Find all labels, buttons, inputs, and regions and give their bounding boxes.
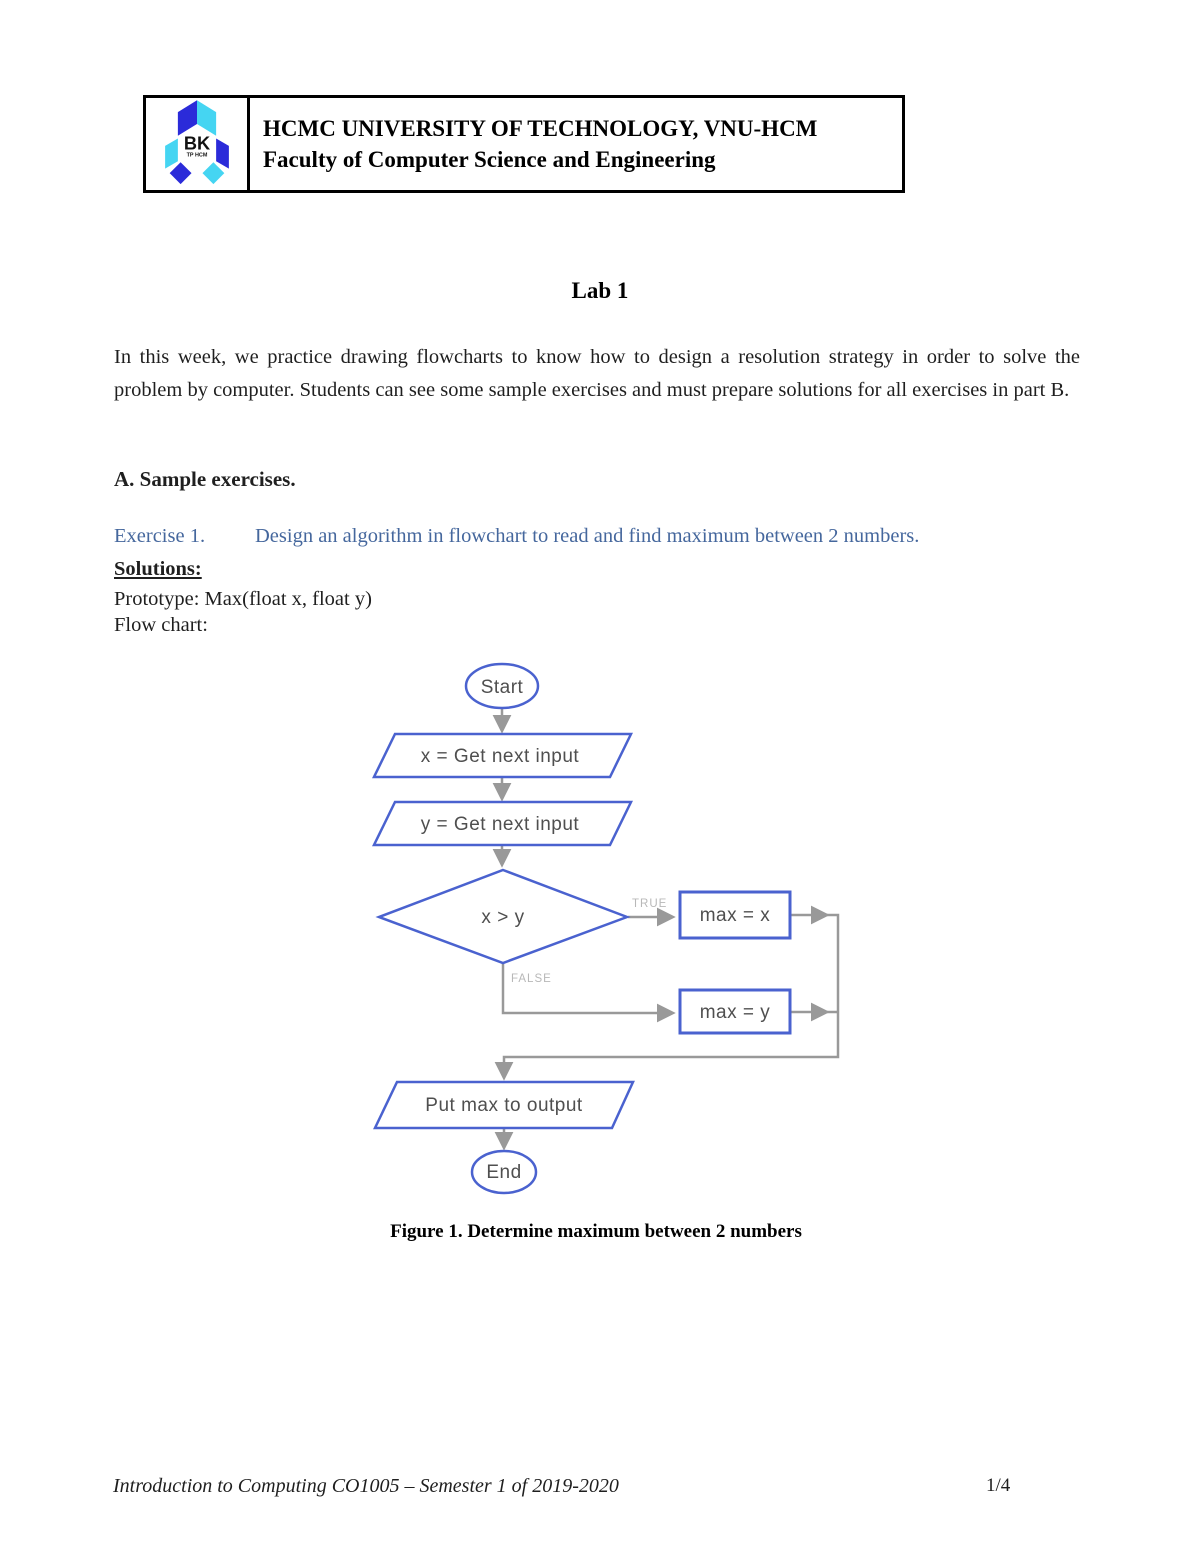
false-branch-label: FALSE — [511, 973, 552, 985]
flowchart-nodes: Start x = Get next input y = Get next in… — [371, 662, 792, 1195]
decision-node-label: x > y — [481, 907, 524, 928]
figure-caption: Figure 1. Determine maximum between 2 nu… — [390, 1221, 802, 1242]
max-y-node-label: max = y — [700, 1002, 771, 1023]
university-header-box: BK TP HCM HCMC UNIVERSITY OF TECHNOLOGY,… — [143, 95, 905, 193]
logo-diamond-bottom-right — [201, 162, 224, 185]
logo-facet-top-right — [196, 100, 216, 136]
flowchart-label: Flow chart: — [114, 614, 208, 636]
connector-false-branch — [501, 963, 676, 1023]
output-node — [373, 1080, 635, 1130]
logo-facet-top-left — [177, 100, 197, 136]
logo-facet-left — [164, 138, 178, 169]
footer-course-info: Introduction to Computing CO1005 – Semes… — [113, 1475, 619, 1497]
output-node-label: Put max to output — [425, 1095, 583, 1116]
solutions-label: Solutions: — [114, 558, 202, 580]
exercise-1-heading: Exercise 1. Design an algorithm in flowch… — [114, 525, 1094, 548]
true-branch-label: TRUE — [632, 898, 667, 910]
exercise-1-text: Design an algorithm in flowchart to read… — [255, 525, 920, 547]
input-y-node-label: y = Get next input — [421, 814, 580, 835]
intro-paragraph: In this week, we practice drawing flowch… — [114, 346, 1080, 401]
page-title: Lab 1 — [571, 278, 629, 303]
end-node — [470, 1149, 538, 1195]
logo-cell: BK TP HCM — [146, 98, 250, 190]
input-x-node — [371, 732, 634, 779]
max-y-node — [678, 988, 792, 1035]
footer-page-number: 1/4 — [986, 1475, 1011, 1496]
end-node-label: End — [486, 1162, 521, 1183]
logo-bk-text: BK — [183, 133, 209, 153]
faculty-name: Faculty of Computer Science and Engineer… — [263, 147, 716, 172]
header-text-cell: HCMC UNIVERSITY OF TECHNOLOGY, VNU-HCM F… — [250, 98, 902, 190]
input-y-node — [371, 800, 634, 847]
logo-facet-right — [215, 138, 229, 169]
flowchart-figure: TRUE FALSE Start x = Get next input y = … — [370, 660, 850, 1200]
flowchart-svg: TRUE FALSE Start x = Get next input y = … — [371, 662, 840, 1195]
section-a-heading: A. Sample exercises. — [114, 467, 296, 491]
input-x-node-label: x = Get next input — [421, 746, 580, 767]
prototype-line: Prototype: Max(float x, float y) — [114, 588, 372, 610]
university-name: HCMC UNIVERSITY OF TECHNOLOGY, VNU-HCM — [263, 116, 818, 141]
start-node-label: Start — [481, 677, 524, 698]
decision-node — [375, 868, 631, 965]
logo-diamond-bottom-left — [169, 162, 192, 185]
flowchart-connectors — [492, 708, 840, 1151]
start-node — [464, 662, 540, 710]
bk-university-logo-icon: BK TP HCM — [164, 100, 229, 185]
max-x-node-label: max = x — [700, 905, 771, 926]
exercise-1-label: Exercise 1. — [114, 525, 206, 547]
max-x-node — [678, 890, 792, 940]
connector-merge-to-output — [494, 913, 840, 1081]
logo-sub-text: TP HCM — [186, 153, 207, 159]
